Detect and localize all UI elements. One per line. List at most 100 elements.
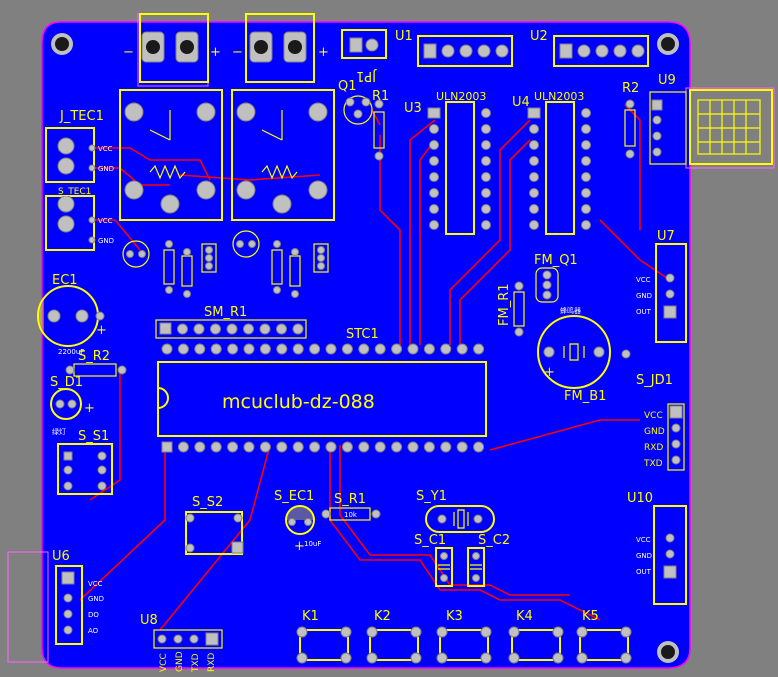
s-r2-label: S_R2 — [78, 349, 110, 364]
pad — [436, 652, 448, 664]
pad — [581, 140, 591, 150]
j-tec1-label: J_TEC1 — [59, 109, 104, 124]
pad — [296, 652, 308, 664]
key-switches — [296, 626, 632, 664]
pad — [423, 343, 435, 355]
u10-label: U10 — [627, 491, 653, 506]
u8-pin-rxd: RXD — [207, 653, 217, 672]
pad — [227, 441, 239, 453]
fm-r1-label: FM_R1 — [497, 284, 512, 327]
pad — [581, 188, 591, 198]
pad — [292, 343, 304, 355]
pad — [374, 343, 386, 355]
pad — [620, 652, 632, 664]
s-tec1-connector: VCC GND — [45, 195, 114, 251]
key-switch — [366, 626, 422, 664]
s-s1-label: S_S1 — [78, 429, 109, 444]
u3-label: U3 — [404, 101, 422, 116]
mounting-holes — [51, 33, 679, 663]
u6-pin-ao: AO — [88, 627, 99, 635]
s-r1-value: 10k — [344, 511, 358, 519]
pad — [581, 204, 591, 214]
key-switch — [576, 626, 632, 664]
s-r1-resistor — [321, 507, 381, 521]
u8-pin-gnd: GND — [175, 651, 185, 672]
pad — [481, 108, 491, 118]
fm-q1-transistor — [535, 267, 559, 303]
pad — [436, 626, 448, 638]
s-s2-label: S_S2 — [192, 495, 223, 510]
pad — [473, 441, 485, 453]
s-ec1-label: S_EC1 — [274, 489, 314, 504]
s-y1-crystal — [425, 505, 495, 533]
pad — [429, 204, 439, 214]
pad — [259, 441, 271, 453]
pad — [193, 323, 205, 335]
u4-part: ULN2003 — [534, 90, 584, 103]
u6-pin-vcc: VCC — [88, 580, 103, 588]
u8-label: U8 — [140, 613, 158, 628]
s-c2-label: S_C2 — [478, 533, 510, 548]
pad — [508, 626, 520, 638]
pad — [480, 626, 492, 638]
key-outline — [511, 629, 561, 661]
u3-part: ULN2003 — [436, 90, 486, 103]
u6-module — [55, 565, 83, 645]
pad — [576, 626, 588, 638]
pad — [391, 441, 403, 453]
pad — [481, 172, 491, 182]
pad — [423, 441, 435, 453]
fm-b1-note: 蜂鸣器 — [560, 306, 581, 315]
u7-module: VCC GND OUT — [636, 243, 687, 343]
pad — [259, 343, 271, 355]
fm-b1-plus: + — [544, 365, 555, 380]
u1-header — [417, 35, 513, 67]
pad — [481, 140, 491, 150]
pad — [581, 124, 591, 134]
power-connector-left — [139, 13, 209, 83]
k4-label: K4 — [516, 609, 533, 624]
s-jd1-pin-gnd: GND — [644, 427, 665, 437]
pad — [529, 140, 539, 150]
s-d1-label: S_D1 — [50, 375, 83, 390]
key-switch — [296, 626, 352, 664]
relay-right — [231, 89, 335, 221]
pad — [194, 343, 206, 355]
s-d1-plus: + — [84, 401, 95, 416]
ec1-plus: + — [96, 323, 107, 338]
key-outline — [439, 629, 489, 661]
relay-transistors — [122, 230, 329, 298]
u4-uln2003 — [527, 101, 591, 235]
s-tec1-label: S_TEC1 — [58, 187, 91, 197]
svg-text:OUT: OUT — [636, 568, 652, 576]
q1-transistor — [343, 95, 373, 125]
pad — [210, 323, 221, 335]
u8-pin-vcc: VCC — [159, 653, 169, 672]
pad — [259, 323, 271, 335]
r1-resistor — [373, 99, 385, 161]
u9-module — [649, 89, 773, 165]
pad — [309, 343, 321, 355]
svg-text:GND: GND — [636, 292, 652, 300]
pad — [529, 156, 539, 166]
ec1-label: EC1 — [52, 273, 78, 288]
u1-label: U1 — [395, 29, 413, 44]
svg-text:GND: GND — [98, 165, 114, 173]
s-jd1-pin-rxd: RXD — [644, 443, 663, 453]
key-switch — [508, 626, 564, 664]
pad — [358, 441, 370, 453]
pad — [529, 188, 539, 198]
pad — [410, 626, 422, 638]
svg-text:VCC: VCC — [636, 536, 651, 544]
pad — [194, 441, 206, 453]
pad — [341, 343, 353, 355]
s-s2-switch — [185, 511, 244, 555]
pad — [243, 323, 254, 335]
pad — [341, 441, 353, 453]
fm-b1-buzzer — [537, 315, 631, 389]
s-d1-led — [50, 388, 82, 420]
pad — [407, 441, 419, 453]
s-s1-switch — [57, 443, 113, 495]
pad — [340, 626, 352, 638]
